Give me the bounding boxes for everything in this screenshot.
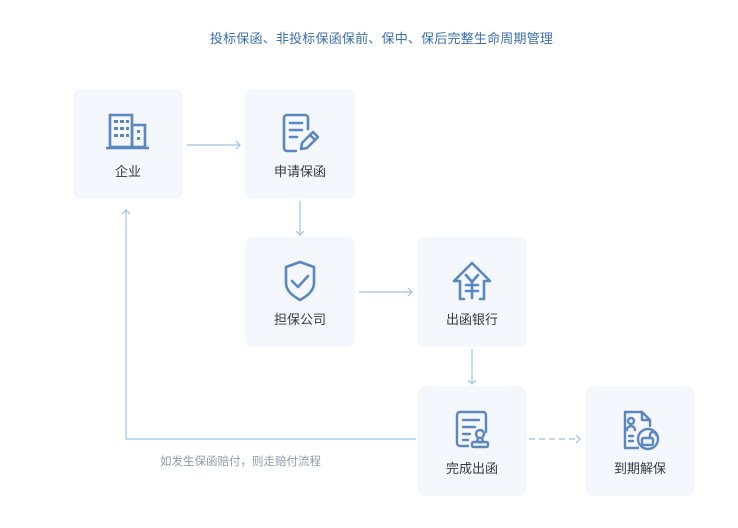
node-issued: 完成出函 — [417, 386, 527, 496]
arrow-apply-to-guarantor — [295, 201, 305, 236]
stamp-document-icon — [455, 410, 490, 449]
bank-yuan-house-icon — [452, 261, 492, 301]
arrow-guarantor-to-bank — [359, 287, 413, 297]
node-apply: 申请保函 — [245, 89, 355, 199]
arrow-enterprise-to-apply — [187, 140, 241, 150]
node-guarantor: 担保公司 — [245, 237, 355, 347]
arrow-issued-to-enterprise-loop — [121, 209, 416, 440]
node-label: 完成出函 — [445, 462, 498, 477]
arrow-bank-to-issued — [467, 349, 477, 385]
building-icon — [106, 113, 149, 150]
shield-check-icon — [284, 260, 316, 302]
compensation-note: 如发生保函赔付，则走赔付流程 — [160, 454, 321, 468]
diagram-title: 投标保函、非投标保函保前、保中、保后完整生命周期管理 — [209, 32, 554, 47]
node-enterprise: 企业 — [73, 89, 183, 199]
edit-document-icon — [282, 113, 320, 153]
node-label: 到期解保 — [613, 462, 666, 477]
node-bank: 出函银行 — [417, 237, 527, 347]
node-label: 申请保函 — [273, 165, 326, 180]
node-release: 到期解保 — [585, 386, 695, 496]
node-label: 企业 — [114, 165, 141, 180]
arrow-issued-to-release-dashed — [529, 434, 581, 444]
node-label: 担保公司 — [273, 313, 326, 328]
node-label: 出函银行 — [445, 313, 498, 328]
unlock-document-icon — [623, 410, 660, 451]
